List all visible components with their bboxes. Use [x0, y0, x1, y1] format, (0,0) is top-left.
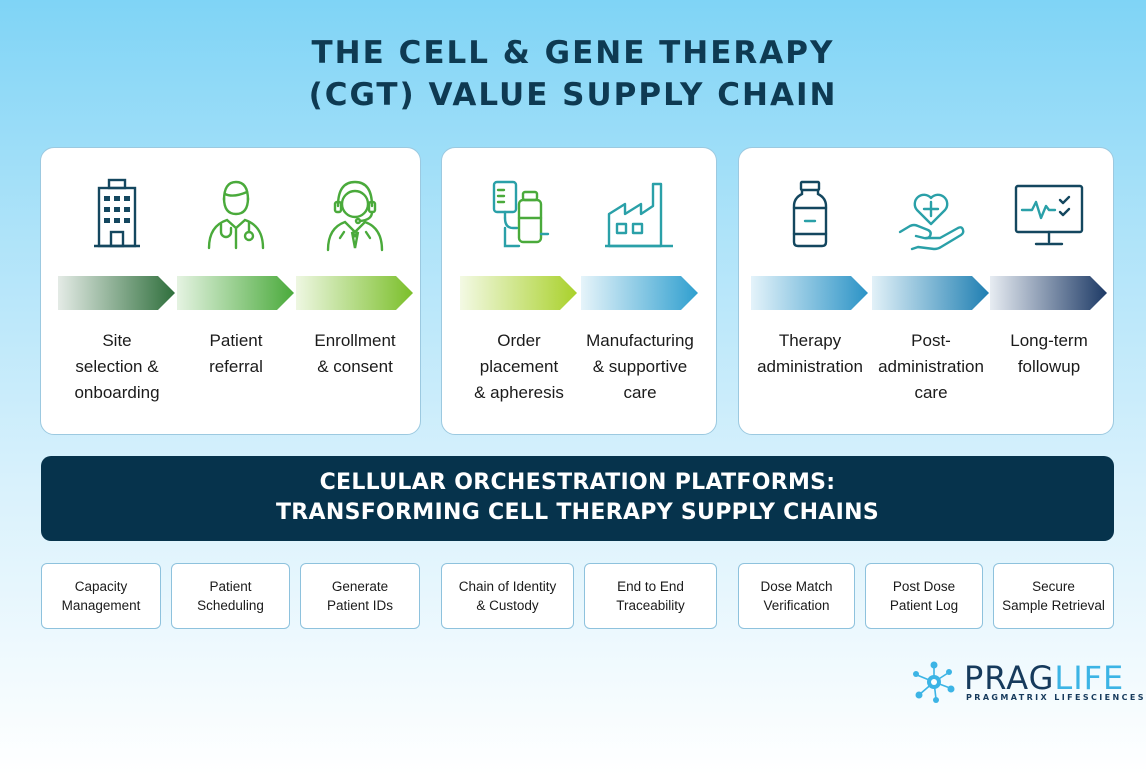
stage-arrow	[751, 276, 869, 310]
arrow-chevron	[460, 276, 577, 310]
hospital-building-icon	[72, 176, 162, 256]
stage-arrow-shape	[177, 276, 294, 310]
arrow-chevron	[581, 276, 698, 310]
feature-label: End to End Traceability	[616, 579, 685, 613]
feature-box-end-to-end-traceability: End to End Traceability	[584, 563, 717, 629]
stage-arrow	[58, 276, 176, 310]
feature-box-generate-patient-ids: Generate Patient IDs	[300, 563, 420, 629]
panel-post-treatment: Therapy administration Post- administrat…	[738, 147, 1114, 435]
stage-enrollment: Enrollment & consent	[296, 148, 414, 436]
feature-box-dose-match-verification: Dose Match Verification	[738, 563, 855, 629]
factory-icon	[595, 176, 685, 256]
arrow-chevron	[872, 276, 989, 310]
stage-label: Site selection & onboarding	[74, 331, 160, 402]
logo-life: LIFE	[1054, 659, 1125, 697]
feature-box-chain-of-identity: Chain of Identity & Custody	[441, 563, 574, 629]
stage-order-placement: Order placement & apheresis	[460, 148, 578, 436]
stage-label: Manufacturing & supportive care	[586, 331, 694, 402]
stage-label: Enrollment & consent	[314, 331, 396, 376]
feature-box-capacity-management: Capacity Management	[41, 563, 161, 629]
arrow-chevron	[177, 276, 294, 310]
arrow-chevron	[296, 276, 413, 310]
panel-manufacturing: Order placement & apheresis Manufacturin…	[441, 147, 717, 435]
stage-arrow	[177, 276, 295, 310]
stage-arrow-shape	[58, 276, 175, 310]
stage-therapy-administration: Therapy administration	[751, 148, 869, 436]
stage-arrow	[581, 276, 699, 310]
stage-arrow-shape	[872, 276, 989, 310]
stage-arrow-shape	[751, 276, 868, 310]
logo-wordmark: PRAGLIFE	[964, 661, 1124, 695]
banner-line-1: CELLULAR ORCHESTRATION PLATFORMS:	[319, 470, 836, 495]
stage-manufacturing: Manufacturing & supportive care	[581, 148, 699, 436]
arrow-chevron	[58, 276, 175, 310]
feature-label: Capacity Management	[61, 579, 141, 613]
stage-arrow	[872, 276, 990, 310]
feature-label: Post Dose Patient Log	[889, 579, 959, 613]
stage-arrow-shape	[460, 276, 577, 310]
stage-arrow	[990, 276, 1108, 310]
medicine-vial-icon	[765, 176, 855, 256]
arrow-chevron	[751, 276, 868, 310]
stage-site-selection: Site selection & onboarding	[58, 148, 176, 436]
stage-label: Order placement & apheresis	[474, 331, 564, 402]
feature-box-secure-sample-retrieval: Secure Sample Retrieval	[993, 563, 1114, 629]
stage-label: Therapy administration	[757, 331, 863, 376]
stage-arrow-shape	[581, 276, 698, 310]
feature-box-post-dose-patient-log: Post Dose Patient Log	[865, 563, 983, 629]
feature-label: Secure Sample Retrieval	[1002, 579, 1105, 613]
stage-label: Patient referral	[209, 331, 263, 376]
title-line-2: (CGT) VALUE SUPPLY CHAIN	[308, 77, 838, 113]
molecule-logo-icon	[910, 660, 958, 704]
panel-pre-treatment: Site selection & onboarding Patient refe…	[40, 147, 421, 435]
feature-label: Chain of Identity & Custody	[458, 579, 557, 613]
logo-tagline: PRAGMATRIX LIFESCIENCES	[966, 693, 1146, 702]
stage-label: Post- administration care	[878, 331, 984, 402]
stage-label: Long-term followup	[1010, 331, 1088, 376]
iv-bag-bottle-icon	[474, 176, 564, 256]
feature-label: Generate Patient IDs	[326, 579, 394, 613]
title-line-1: THE CELL & GENE THERAPY	[311, 35, 835, 71]
stage-arrow	[296, 276, 414, 310]
platform-banner: CELLULAR ORCHESTRATION PLATFORMS: TRANSF…	[41, 456, 1114, 541]
stage-arrow-shape	[990, 276, 1107, 310]
stage-arrow-shape	[296, 276, 413, 310]
banner-line-2: TRANSFORMING CELL THERAPY SUPPLY CHAINS	[276, 500, 879, 525]
feature-label: Dose Match Verification	[760, 579, 833, 613]
stage-patient-referral: Patient referral	[177, 148, 295, 436]
logo-prag: PRAG	[964, 659, 1055, 697]
heart-care-hand-icon	[886, 176, 976, 256]
stage-arrow	[460, 276, 578, 310]
health-monitor-icon	[1004, 176, 1094, 256]
stage-long-term-followup: Long-term followup	[990, 148, 1108, 436]
feature-box-patient-scheduling: Patient Scheduling	[171, 563, 290, 629]
arrow-chevron	[990, 276, 1107, 310]
praglife-logo: PRAGLIFE PRAGMATRIX LIFESCIENCES	[910, 660, 1144, 704]
support-agent-headset-icon	[310, 176, 400, 256]
page-title: THE CELL & GENE THERAPY (CGT) VALUE SUPP…	[0, 32, 1146, 116]
stage-post-administration: Post- administration care	[872, 148, 990, 436]
doctor-icon	[191, 176, 281, 256]
feature-label: Patient Scheduling	[197, 579, 264, 613]
